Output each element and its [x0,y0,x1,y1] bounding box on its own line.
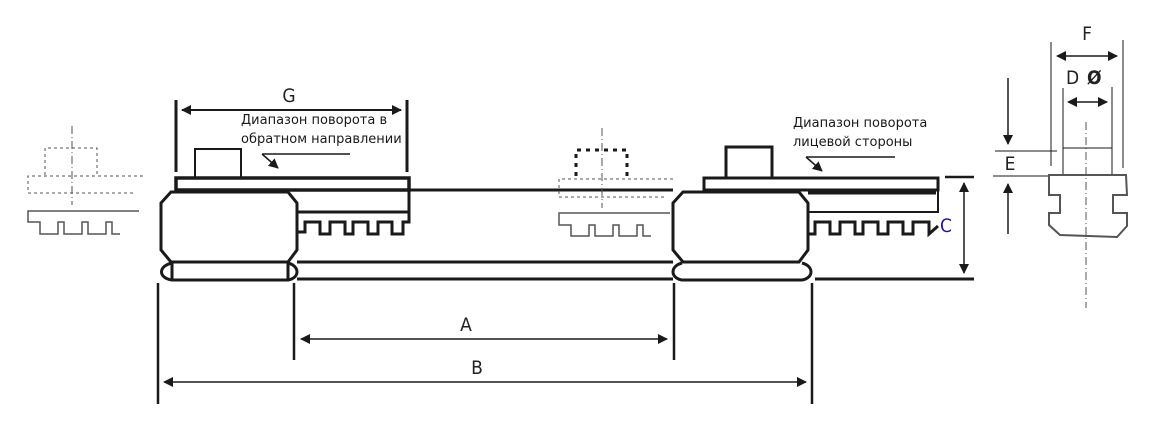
ghost-teeth [558,212,670,237]
jaw-cross-section [1048,174,1129,239]
ghost-top-block [44,147,98,175]
label-g: G [282,85,295,107]
ghost-plate [27,175,143,194]
note-front-rotation: Диапазон поворота лицевой стороны [793,116,927,172]
right-rack-top [808,190,939,213]
jaw-side-profile: F D Ø E [993,23,1129,308]
right-jaw-body [671,145,940,282]
left-top-plate [174,176,411,192]
label-a: A [460,314,472,336]
right-body-base [671,261,813,282]
right-rack-teeth [808,220,939,238]
left-jaw-body [159,148,411,282]
middle-ghost-jaw [558,128,673,237]
right-top-block [724,145,774,180]
dimension-c: C [815,175,974,281]
dimension-b: B [156,283,814,404]
label-e: E [1005,153,1016,175]
note-front-line1: Диапазон поворота [793,116,927,131]
left-top-block [194,148,242,179]
note-reverse-line2: обратном направлении [241,132,402,147]
left-body-block [159,190,299,264]
label-d: D [1066,67,1079,89]
dimension-g: G [174,85,409,172]
label-f: F [1082,23,1092,45]
right-body-block [671,190,810,264]
left-rack-teeth [297,212,411,236]
ghost-plate [558,178,673,198]
note-front-line2: лицевой стороны [793,135,912,150]
ghost-top-block [574,148,629,176]
right-top-plate [702,176,940,192]
left-ghost-jaw [27,126,143,235]
diameter-symbol: Ø [1087,67,1102,89]
left-rack-top [297,190,411,214]
label-b: B [471,357,483,379]
note-reverse-line1: Диапазон поворота в [241,113,387,128]
left-body-base [160,261,299,282]
ghost-teeth [27,210,139,235]
dimension-a: A [292,283,676,360]
label-c: C [940,215,952,237]
note-reverse-rotation: Диапазон поворота в обратном направлении [241,113,402,169]
